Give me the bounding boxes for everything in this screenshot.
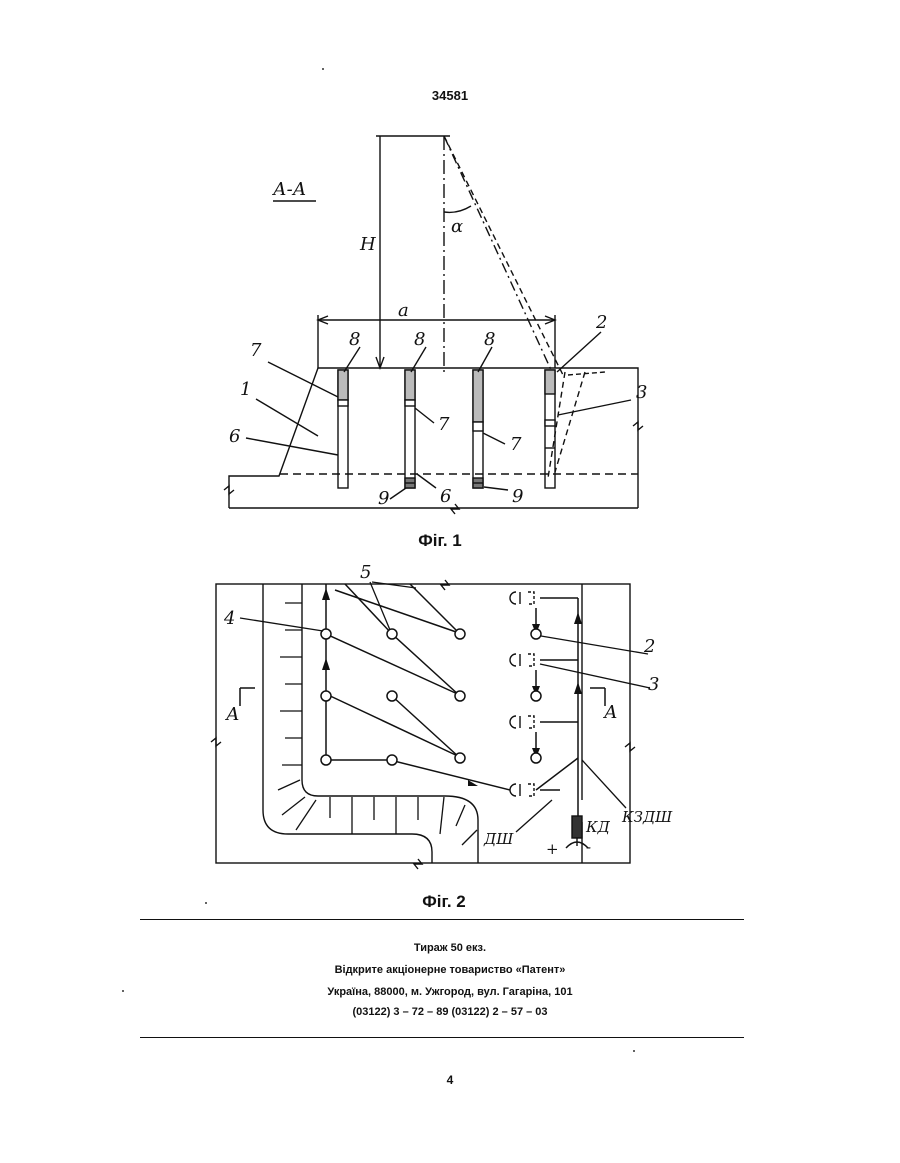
leader-2-fig2 <box>541 636 648 654</box>
slope-hachures <box>278 603 477 845</box>
leader-7c <box>483 433 505 444</box>
label-9b: 9 <box>512 486 523 507</box>
leader-9b <box>484 487 508 490</box>
detonation-network <box>326 584 578 826</box>
leader-7b <box>415 408 434 423</box>
figure-1-caption: Фіг. 1 <box>380 531 500 551</box>
break-mark-bottom <box>451 504 459 514</box>
stemming-2 <box>405 370 415 400</box>
label-2-fig2: 2 <box>643 636 655 657</box>
leader-5b <box>372 582 416 588</box>
break-mark-right <box>633 422 643 430</box>
label-6a: 6 <box>229 426 240 447</box>
label-3: 3 <box>636 382 647 403</box>
fig2-break-right <box>625 743 635 751</box>
leader-1 <box>256 399 318 436</box>
label-1: 1 <box>240 379 251 400</box>
deck-3 <box>473 422 483 431</box>
delay-relays <box>510 592 534 796</box>
label-2: 2 <box>595 312 607 333</box>
leader-kzdsh <box>582 760 626 808</box>
label-alpha: α <box>451 216 463 237</box>
label-5: 5 <box>360 562 371 583</box>
leader-7a <box>268 362 338 397</box>
detonator-symbol <box>566 816 588 848</box>
fig2-break-bottom <box>414 859 422 869</box>
label-7c: 7 <box>510 434 522 455</box>
leader-2 <box>557 332 601 372</box>
imprint-phones: (03122) 3 – 72 – 89 (03122) 2 – 57 – 03 <box>0 1006 900 1018</box>
label-8b: 8 <box>414 329 425 350</box>
leader-5a <box>370 582 390 630</box>
label-4: 4 <box>223 608 235 629</box>
imprint-circulation: Тираж 50 екз. <box>0 942 900 954</box>
label-6b: 6 <box>440 486 451 507</box>
fig2-break-top <box>441 580 449 590</box>
leader-6b <box>417 474 436 488</box>
imprint-address: Україна, 88000, м. Ужгород, вул. Гагарін… <box>0 986 900 998</box>
section-label: А-А <box>271 179 306 200</box>
leader-dsh <box>516 800 552 832</box>
break-mark-left <box>224 486 234 494</box>
label-dsh: ДШ <box>483 830 514 848</box>
deck-2 <box>405 400 415 406</box>
label-3-fig2: 3 <box>648 674 659 695</box>
collapse-line-3 <box>568 372 605 375</box>
divider-bottom <box>140 1037 744 1038</box>
label-8c: 8 <box>484 329 495 350</box>
page-number: 4 <box>0 1073 900 1087</box>
label-8a: 8 <box>349 329 360 350</box>
label-minus: - <box>586 838 591 856</box>
figure-2-caption: Фіг. 2 <box>384 892 504 912</box>
leader-9a <box>390 488 406 499</box>
stemming-1 <box>338 370 348 400</box>
label-kd: КД <box>585 818 611 836</box>
label-H: Н <box>359 234 376 255</box>
label-kzdsh: КЗДШ <box>621 808 673 826</box>
section-mark-left: А <box>224 704 240 725</box>
stemming-4 <box>545 370 555 394</box>
label-9a: 9 <box>378 488 389 509</box>
section-mark-right: А <box>602 702 618 723</box>
imprint-publisher: Відкрите акціонерне товариство «Патент» <box>0 964 900 976</box>
fig2-break-left <box>211 738 221 746</box>
angle-line-1 <box>444 136 552 372</box>
deck-4 <box>545 420 555 426</box>
deck-1 <box>338 400 348 406</box>
leader-4 <box>240 618 323 631</box>
leader-3-fig2 <box>540 664 650 688</box>
section-marks <box>240 688 605 706</box>
leader-3 <box>558 400 631 415</box>
label-plus: + <box>546 840 559 858</box>
borehole-nodes <box>321 629 541 765</box>
divider-top <box>140 919 744 920</box>
stemming-3 <box>473 370 483 422</box>
label-a: а <box>398 300 409 321</box>
angle-arc <box>444 206 471 212</box>
collapse-line-2 <box>555 372 585 472</box>
label-7b: 7 <box>438 414 450 435</box>
label-7a: 7 <box>250 340 262 361</box>
angle-line-2 <box>444 136 563 375</box>
network-arrows <box>322 588 582 786</box>
